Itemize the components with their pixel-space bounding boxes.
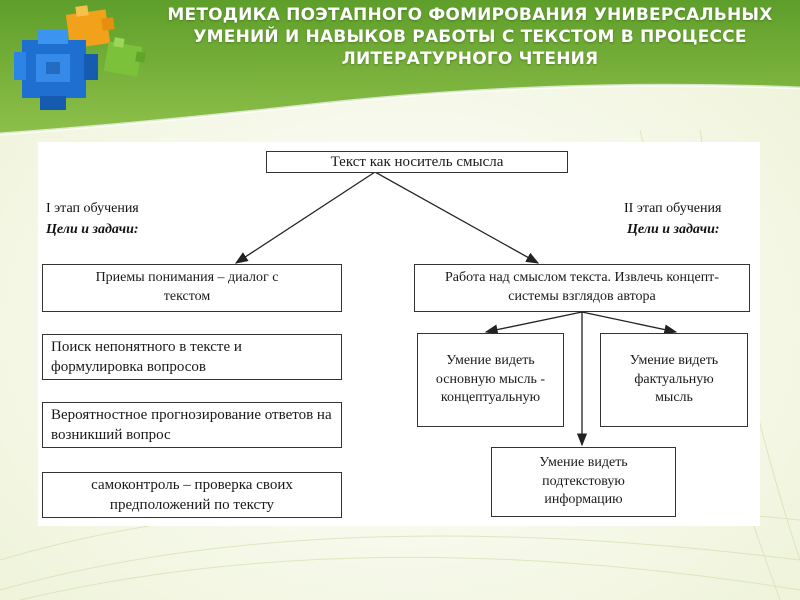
right-box-factual: Умение видеть фактуальную мысль [600, 333, 748, 427]
right-box-subtext-label: Умение видеть подтекстовую информацию [539, 454, 628, 508]
root-box: Текст как носитель смысла [266, 151, 568, 173]
left-box-dialog: Приемы понимания – диалог с текстом [42, 264, 342, 312]
left-box-selfcheck: самоконтроль – проверка своих предположе… [42, 472, 342, 518]
left-box-dialog-label: Приемы понимания – диалог с текстом [95, 270, 279, 304]
right-box-concept-label: Умение видеть основную мысль - концептуа… [435, 352, 546, 406]
left-box-search: Поиск непонятного в тексте и формулировк… [42, 334, 342, 380]
left-box-forecast: Вероятностное прогнозирование ответов на… [42, 402, 342, 448]
stage1-label: I этап обучения [46, 201, 139, 216]
left-box-search-label: Поиск непонятного в тексте и формулировк… [51, 338, 242, 375]
right-box-subtext: Умение видеть подтекстовую информацию [491, 447, 676, 517]
right-box-concept: Умение видеть основную мысль - концептуа… [417, 333, 564, 427]
arrow-main-to-factual [581, 311, 678, 335]
arrow-main-to-concept [484, 311, 583, 335]
stage2-label: II этап обучения [624, 201, 722, 216]
stage2-goals: Цели и задачи: [627, 222, 720, 237]
left-box-forecast-label: Вероятностное прогнозирование ответов на… [51, 406, 332, 443]
left-box-selfcheck-label: самоконтроль – проверка своих предположе… [91, 476, 293, 513]
right-box-main-label: Работа над смыслом текста. Извлечь конце… [445, 270, 719, 304]
arrow-root-to-left [234, 171, 376, 264]
stage1-goals: Цели и задачи: [46, 222, 139, 237]
root-label: Текст как носитель смысла [330, 153, 504, 170]
arrow-root-to-right [374, 171, 540, 264]
right-box-factual-label: Умение видеть фактуальную мысль [629, 352, 719, 406]
puzzle-cubes-logo [14, 5, 146, 110]
right-box-main: Работа над смыслом текста. Извлечь конце… [414, 264, 750, 312]
slide-title: МЕТОДИКА ПОЭТАПНОГО ФОМИРОВАНИЯ УНИВЕРСА… [167, 5, 773, 69]
